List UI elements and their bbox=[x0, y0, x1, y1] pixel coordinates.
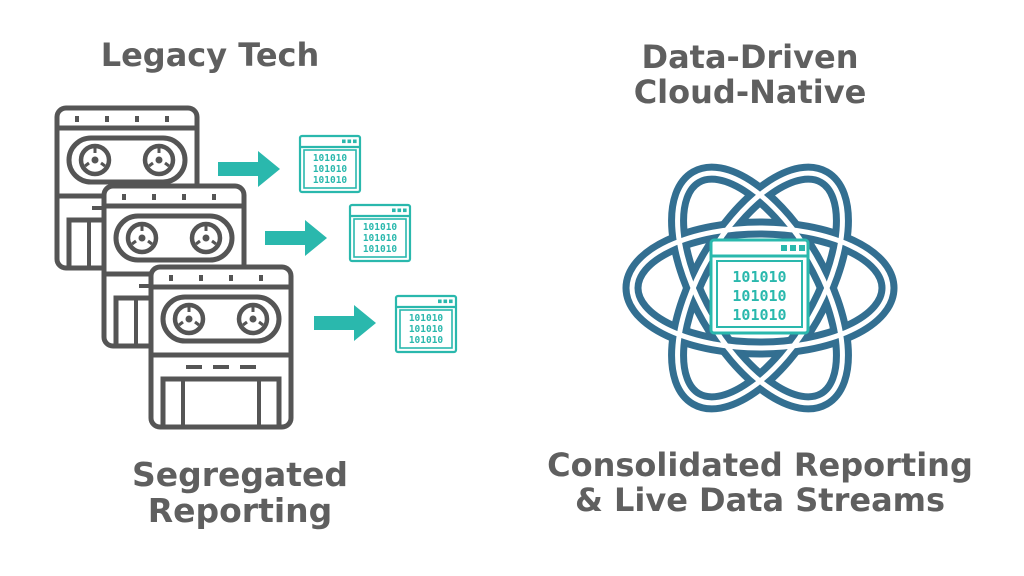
consolidated-reporting-caption: Consolidated Reporting & Live Data Strea… bbox=[520, 448, 1000, 517]
arrow-right-icon bbox=[265, 220, 327, 256]
cloud-title-line1: Data-Driven bbox=[641, 38, 859, 76]
window-binary-line: 101010 bbox=[732, 268, 786, 286]
arrow-right-icon bbox=[314, 305, 376, 341]
right-caption-line2: & Live Data Streams bbox=[574, 480, 946, 519]
data-window-icon: 101010 101010 101010 bbox=[709, 238, 810, 335]
window-binary-line: 101010 bbox=[313, 175, 348, 186]
right-caption-line1: Consolidated Reporting bbox=[547, 446, 973, 484]
window-binary-line: 101010 bbox=[732, 287, 786, 305]
window-binary-line: 101010 bbox=[313, 164, 348, 175]
segregated-reporting-caption: Segregated Reporting bbox=[40, 457, 440, 528]
legacy-tech-title: Legacy Tech bbox=[100, 36, 320, 74]
cloud-title-line2: Cloud-Native bbox=[633, 72, 867, 111]
window-binary-line: 101010 bbox=[363, 233, 398, 244]
window-binary-line: 101010 bbox=[409, 335, 444, 346]
window-binary-line: 101010 bbox=[732, 306, 786, 324]
tape-machine-icon bbox=[151, 267, 291, 427]
left-caption-line2: Reporting bbox=[147, 490, 333, 530]
cloud-native-title: Data-Driven Cloud-Native bbox=[560, 40, 940, 109]
left-caption-line1: Segregated bbox=[131, 455, 349, 494]
window-binary-line: 101010 bbox=[313, 153, 348, 164]
data-window-icon: 101010 101010 101010 bbox=[348, 203, 412, 263]
window-binary-line: 101010 bbox=[409, 324, 444, 335]
data-window-icon: 101010 101010 101010 bbox=[298, 134, 362, 194]
data-window-icon: 101010 101010 101010 bbox=[394, 294, 458, 354]
window-binary-line: 101010 bbox=[363, 222, 398, 233]
ribbon-inner-gap bbox=[629, 170, 891, 406]
window-binary-line: 101010 bbox=[363, 244, 398, 255]
arrow-right-icon bbox=[218, 151, 280, 187]
window-binary-line: 101010 bbox=[409, 313, 444, 324]
